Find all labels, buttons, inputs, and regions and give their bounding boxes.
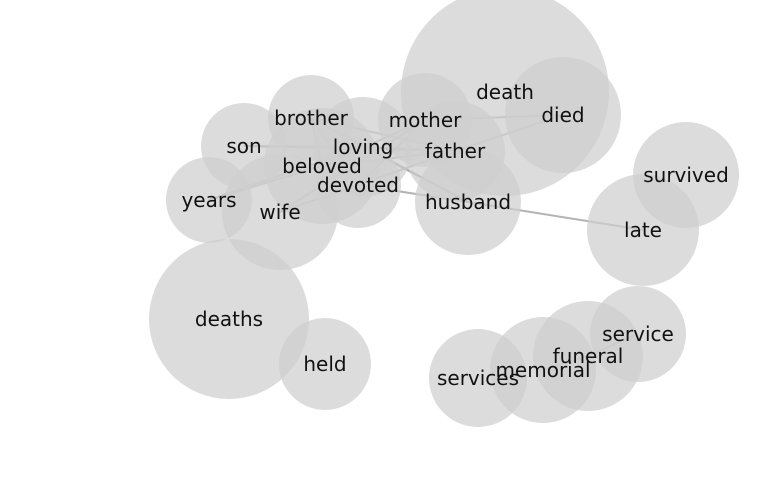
- node-label-husband: husband: [425, 190, 511, 214]
- node-label-deaths: deaths: [195, 307, 263, 331]
- node-deaths: [149, 239, 309, 399]
- node-label-brother: brother: [274, 106, 349, 130]
- node-label-wife: wife: [259, 200, 300, 224]
- labels-layer: death died mother brother son loving father bel…: [181, 80, 728, 390]
- node-label-service: service: [602, 322, 674, 346]
- nodes-layer: [149, 0, 739, 427]
- node-label-services: services: [437, 366, 519, 390]
- node-label-devoted: devoted: [317, 173, 399, 197]
- node-died: [505, 57, 621, 173]
- node-label-held: held: [303, 352, 346, 376]
- node-label-son: son: [226, 134, 261, 158]
- node-wife: [222, 154, 338, 270]
- node-label-beloved: beloved: [282, 154, 362, 178]
- node-label-late: late: [624, 218, 662, 242]
- node-label-loving: loving: [333, 135, 394, 159]
- node-label-survived: survived: [643, 163, 729, 187]
- node-label-died: died: [541, 103, 584, 127]
- node-held: [279, 318, 371, 410]
- node-label-mother: mother: [389, 108, 463, 132]
- node-husband: [415, 149, 521, 255]
- node-late: [587, 174, 699, 286]
- node-label-death: death: [476, 80, 534, 104]
- node-label-father: father: [425, 139, 486, 163]
- node-label-memorial: memorial: [495, 358, 590, 382]
- node-label-years: years: [181, 188, 236, 212]
- node-label-funeral: funeral: [553, 344, 624, 368]
- node-services: [429, 329, 527, 427]
